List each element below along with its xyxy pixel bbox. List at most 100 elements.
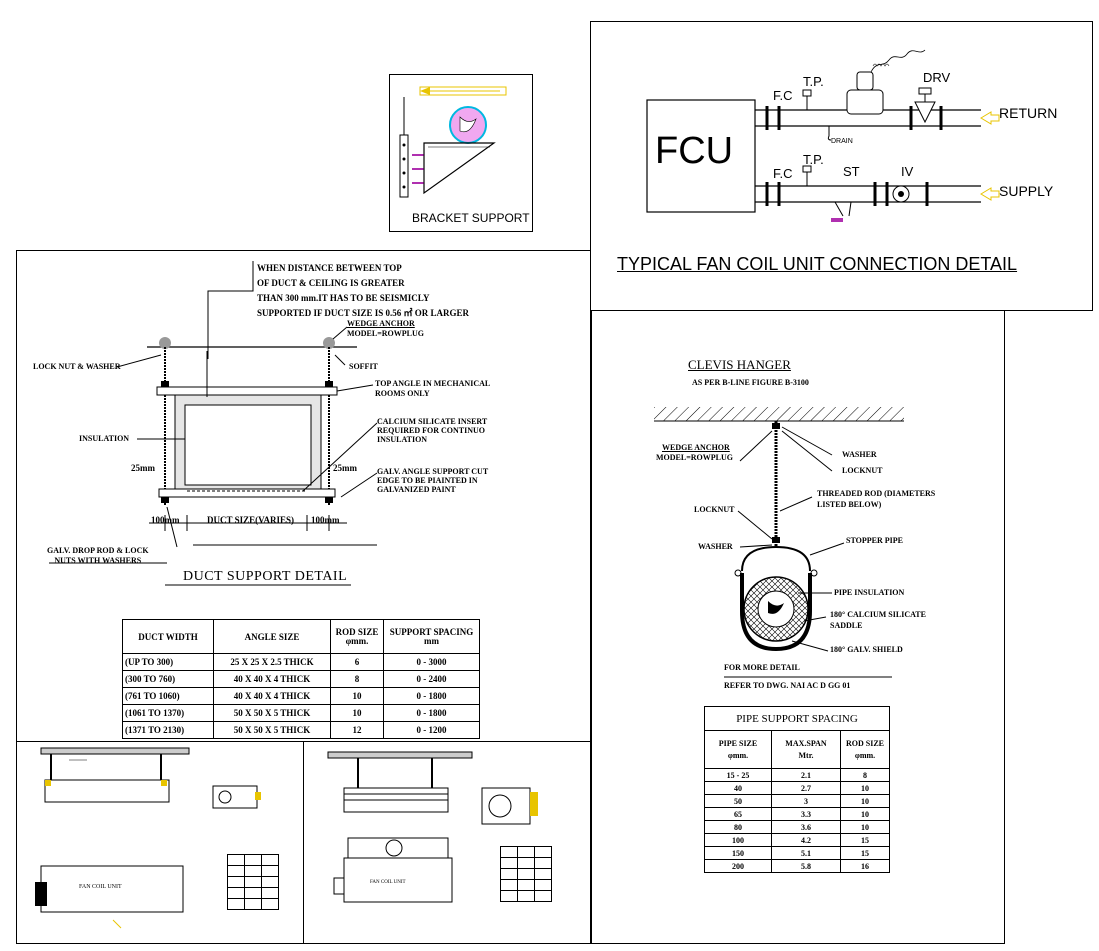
cell: 3.3 — [771, 807, 841, 821]
pipe-col-span: MAX.SPAN Mtr. — [771, 730, 841, 769]
clevis-wedge-anchor: WEDGE ANCHOR — [662, 443, 730, 452]
wedge-model-label: MODEL=ROWPLUG — [347, 329, 425, 338]
cell: (761 TO 1060) — [122, 687, 214, 705]
cell: 4.2 — [771, 833, 841, 847]
top-angle-label: TOP ANGLE IN MECHANICAL ROOMS ONLY — [375, 379, 490, 399]
drop-rod-line-1: GALV. DROP ROD & LOCK — [47, 546, 149, 555]
insulation-label: INSULATION — [79, 434, 130, 443]
clevis-more-detail-1: FOR MORE DETAIL — [724, 663, 800, 672]
saddle-line-2: SADDLE — [830, 621, 863, 630]
cell: 50 — [704, 794, 772, 808]
cell: 0 - 1200 — [383, 721, 480, 739]
clevis-more-detail-2: REFER TO DWG. NAI AC D GG 01 — [724, 681, 851, 690]
cell: 40 X 40 X 4 THICK — [213, 670, 331, 688]
fc-label-bottom: F.C — [773, 166, 793, 181]
fan-coil-unit-label-left: FAN COIL UNIT — [79, 884, 122, 890]
cell: 16 — [840, 859, 890, 873]
clevis-title: CLEVIS HANGER — [688, 357, 791, 372]
cell: 40 X 40 X 4 THICK — [213, 687, 331, 705]
duct-col-spacing: SUPPORT SPACING mm — [383, 619, 480, 654]
cell: 15 - 25 — [704, 768, 772, 782]
cell: 80 — [704, 820, 772, 834]
fan-coil-unit-label-right: FAN COIL UNIT — [370, 880, 406, 885]
fcu-box-label: FCU — [655, 130, 734, 172]
duct-col-width: DUCT WIDTH — [122, 619, 214, 654]
threaded-line-2: LISTED BELOW) — [817, 500, 882, 509]
fan-coil-left-drawing — [35, 747, 261, 929]
cell: 15 — [840, 833, 890, 847]
cell: 2.7 — [771, 781, 841, 795]
st-label: ST — [843, 164, 860, 179]
clevis-threaded-rod: THREADED ROD (DIAMETERS LISTED BELOW) — [817, 488, 935, 510]
pipe-col-rod: ROD SIZE φmm. — [840, 730, 890, 769]
table-row: (UP TO 300) 25 X 25 X 2.5 THICK 6 0 - 30… — [122, 653, 480, 671]
clevis-pipe-insulation: PIPE INSULATION — [834, 588, 905, 597]
fcu-connection-drawing — [646, 49, 1000, 222]
bracket-support-panel: BRACKET SUPPORT — [389, 74, 533, 232]
dim-25-left: 25mm — [131, 463, 155, 473]
cell: 0 - 2400 — [383, 670, 480, 688]
pipe-col-size: PIPE SIZE φmm. — [704, 730, 772, 769]
fan-coil-right-drawing — [327, 751, 538, 903]
soffit-label: SOFFIT — [349, 362, 378, 371]
top-angle-line-2: ROOMS ONLY — [375, 389, 430, 398]
cell: 5.8 — [771, 859, 841, 873]
cell: (1371 TO 2130) — [122, 721, 214, 739]
return-label: RETURN — [999, 105, 1058, 121]
cell: (1061 TO 1370) — [122, 704, 214, 722]
cell: 10 — [840, 807, 890, 821]
table-row: (1371 TO 2130) 50 X 50 X 5 THICK 12 0 - … — [122, 721, 480, 739]
clevis-subtitle: AS PER B-LINE FIGURE B-3100 — [692, 378, 809, 387]
drop-rod-line-2: NUTS WITH WASHERS — [54, 556, 142, 565]
cell: 0 - 1800 — [383, 687, 480, 705]
cell: 8 — [330, 670, 384, 688]
galv-angle-label: GALV. ANGLE SUPPORT CUT EDGE TO BE PIAIN… — [377, 467, 488, 494]
duct-spec-table: DUCT WIDTH ANGLE SIZE ROD SIZE φmm. SUPP… — [122, 619, 480, 739]
clevis-hanger-panel: CLEVIS HANGER AS PER B-LINE FIGURE B-310… — [591, 310, 1005, 944]
duct-note: WHEN DISTANCE BETWEEN TOP OF DUCT & CEIL… — [257, 261, 469, 321]
supply-label: SUPPLY — [999, 183, 1054, 199]
dim-100-right: 100mm — [311, 515, 340, 525]
duct-size-label: DUCT SIZE(VARIES) — [207, 515, 294, 525]
cell: 40 — [704, 781, 772, 795]
duct-note-line-2: OF DUCT & CEILING IS GREATER — [257, 278, 405, 288]
galv-angle-line-1: GALV. ANGLE SUPPORT CUT — [377, 467, 489, 476]
cell: 150 — [704, 846, 772, 860]
clevis-locknut-left: LOCKNUT — [694, 505, 735, 514]
cell: 0 - 3000 — [383, 653, 480, 671]
duct-support-drawing — [49, 261, 378, 586]
cell: 8 — [840, 768, 890, 782]
calcium-line-2: REQUIRED FOR CONTINUO — [377, 426, 486, 435]
clevis-washer-top: WASHER — [842, 450, 877, 459]
cell: 6 — [330, 653, 384, 671]
wedge-anchor-label: WEDGE ANCHOR — [347, 319, 415, 328]
calcium-insert-label: CALCIUM SILICATE INSERT REQUIRED FOR CON… — [377, 417, 487, 444]
tp-label-bottom: T.P. — [803, 152, 824, 167]
cell: 10 — [840, 820, 890, 834]
cell: 15 — [840, 846, 890, 860]
cell: 5.1 — [771, 846, 841, 860]
cell: 65 — [704, 807, 772, 821]
duct-col-rod: ROD SIZE φmm. — [330, 619, 384, 654]
fan-coil-right-panel: FAN COIL UNIT — [303, 741, 591, 944]
duct-note-line-4: SUPPORTED IF DUCT SIZE IS 0.56 ㎡ OR LARG… — [257, 308, 469, 318]
cell: 50 X 50 X 5 THICK — [213, 704, 331, 722]
clevis-washer-left: WASHER — [698, 542, 733, 551]
cell: 0 - 1800 — [383, 704, 480, 722]
cell: 100 — [704, 833, 772, 847]
fcu-connection-panel: FCU F.C T.P. DRV DRAIN RETURN F.C T.P. S… — [590, 21, 1093, 311]
table-row: (300 TO 760) 40 X 40 X 4 THICK 8 0 - 240… — [122, 670, 480, 688]
top-angle-line-1: TOP ANGLE IN MECHANICAL — [375, 379, 491, 388]
clevis-hanger-drawing — [654, 407, 904, 678]
dim-100-left: 100mm — [151, 515, 180, 525]
table-row: (1061 TO 1370) 50 X 50 X 5 THICK 10 0 - … — [122, 704, 480, 722]
galv-angle-line-3: GALVANIZED PAINT — [377, 485, 456, 494]
drv-label: DRV — [923, 70, 951, 85]
mini-table-left — [227, 854, 279, 910]
cell: 10 — [840, 794, 890, 808]
